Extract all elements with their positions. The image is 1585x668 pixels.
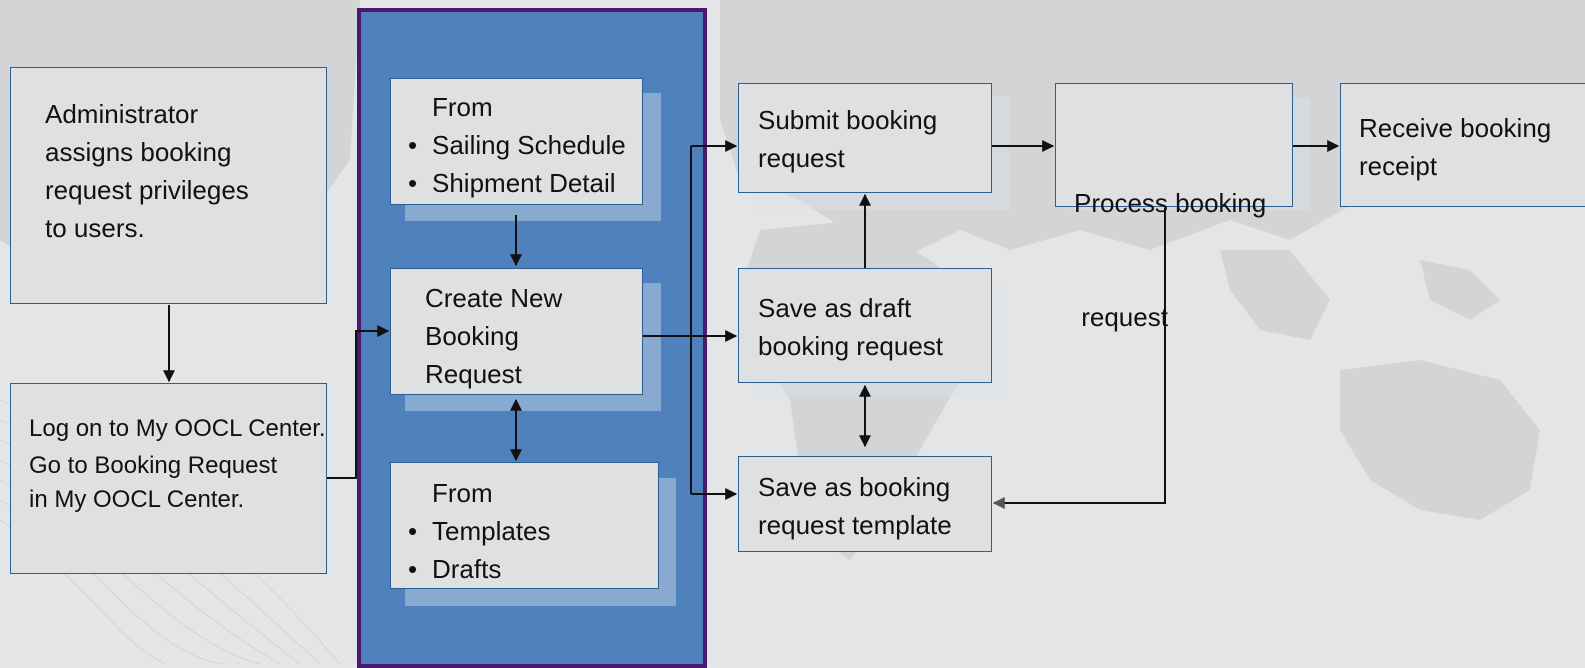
- save-template-line: request template: [758, 510, 952, 540]
- save-template-line: Save as booking: [758, 472, 951, 502]
- submit-line: request: [758, 143, 845, 173]
- save-as-template-box: Save as booking request template: [738, 456, 992, 552]
- admin-box-line: request privileges: [45, 175, 249, 205]
- create-new-line: Create New: [425, 283, 563, 313]
- process-line: request: [1074, 302, 1168, 332]
- create-new-line: Request: [425, 359, 522, 389]
- admin-box-line: Administrator: [45, 99, 199, 129]
- from-heading: From: [432, 478, 493, 508]
- submit-line: Submit booking: [758, 105, 938, 135]
- admin-box-line: to users.: [45, 213, 145, 243]
- from-sailing-schedule-box: From Sailing Schedule Shipment Detail: [390, 78, 643, 205]
- logon-box: Log on to My OOCL Center. Go to Booking …: [10, 383, 327, 574]
- bullet-drafts: Drafts: [408, 550, 551, 588]
- admin-assigns-privileges-box: Administrator assigns booking request pr…: [10, 67, 327, 304]
- bullet-shipment-detail: Shipment Detail: [408, 164, 626, 202]
- save-draft-line: booking request: [758, 331, 944, 361]
- receive-line: receipt: [1359, 151, 1438, 181]
- logon-box-line: in My OOCL Center.: [29, 486, 245, 513]
- from-templates-box: From Templates Drafts: [390, 462, 659, 589]
- receive-booking-receipt-box: Receive booking receipt: [1340, 83, 1585, 207]
- logon-box-line: Go to Booking Request: [29, 452, 278, 479]
- save-as-draft-box: Save as draft booking request: [738, 268, 992, 383]
- process-booking-request-box: Process booking request: [1055, 83, 1293, 332]
- submit-booking-request-box: Submit booking request: [738, 83, 992, 193]
- bullet-templates: Templates: [408, 512, 550, 550]
- bullet-sailing-schedule: Sailing Schedule: [408, 126, 626, 164]
- save-draft-line: Save as draft: [758, 293, 912, 323]
- create-new-booking-request-box: Create New Booking Request: [390, 268, 643, 395]
- from-heading: From: [432, 92, 493, 122]
- logon-box-line: Log on to My OOCL Center.: [29, 415, 326, 442]
- create-new-line: Booking: [425, 321, 519, 351]
- receive-line: Receive booking: [1359, 113, 1552, 143]
- process-line: Process booking: [1074, 188, 1267, 218]
- admin-box-line: assigns booking: [45, 137, 232, 167]
